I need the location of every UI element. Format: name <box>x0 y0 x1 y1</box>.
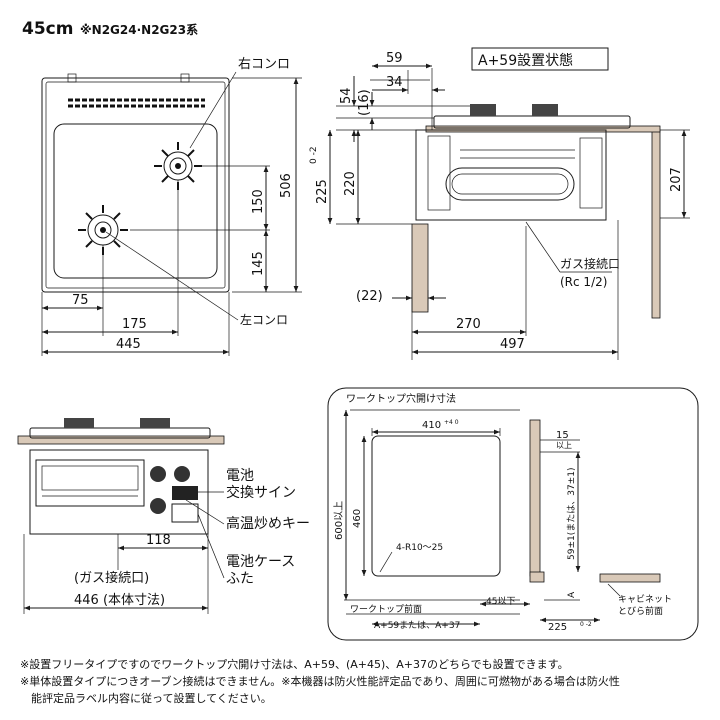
dim-150: 150 <box>251 189 266 214</box>
front-countertop <box>17 435 225 445</box>
front-burner-icon <box>64 418 170 428</box>
cutout-dim-59-37: 59±1(または、37±1) <box>566 468 577 560</box>
top-body-outline <box>41 77 230 293</box>
hinge-right <box>180 73 190 83</box>
cutout-dim-15: 15 <box>556 430 569 441</box>
high-temp-label: 高温炒めキー <box>226 515 310 532</box>
battery-case-line1: 電池ケース <box>226 554 295 570</box>
battery-change-line2: 交換サイン <box>226 484 296 501</box>
cutout-panel-border <box>327 387 699 641</box>
note-line-3: 能評定品ラベル内容に従って設置してください。 <box>20 692 272 705</box>
cutout-panel: ワークトップ穴開け寸法 410 +4 0 600以上 460 4-R10〜25 … <box>327 387 699 641</box>
note-line-1: ※設置フリータイプですのでワークトップ穴開け寸法は、A+59、(A+45)、A+… <box>20 658 569 671</box>
cutout-counter <box>529 571 545 583</box>
side-dim-22: (22) <box>356 289 383 304</box>
side-dim-270: 270 <box>456 317 481 332</box>
cutout-title: ワークトップ穴開け寸法 <box>346 392 456 405</box>
control-knobs <box>150 466 190 514</box>
note-line-2: ※単体設置タイプにつきオーブン接続はできません。※本機器は防火性能評定品であり、… <box>20 675 620 688</box>
side-dim-34: 34 <box>386 75 403 90</box>
dim-506: 506 <box>279 173 294 198</box>
hinge-left <box>67 73 77 83</box>
front-view: 電池 交換サイン 高温炒めキー 電池ケース ふた 118 (ガス接続口) 446… <box>17 418 310 614</box>
a59-title-box <box>471 47 609 71</box>
cabinet-door <box>599 573 661 583</box>
countertop <box>425 125 661 133</box>
front-dim-118: 118 <box>146 533 171 548</box>
cabinet-label-line2: とびら前面 <box>618 605 663 617</box>
worktop-front-label: ワークトップ前面 <box>350 603 422 615</box>
cutout-dim-460: 460 <box>352 509 363 528</box>
dim-175: 175 <box>122 317 147 332</box>
side-dim-497: 497 <box>500 337 525 352</box>
worktop-rear <box>651 129 661 319</box>
a59-title: A+59設置状態 <box>478 53 573 69</box>
cutout-dim-410-tol: +4 0 <box>444 419 459 426</box>
cutout-dim-410: 410 <box>422 420 441 431</box>
glass-top-plate <box>53 123 218 279</box>
left-burner-label: 左コンロ <box>240 312 288 327</box>
cutout-dim-45: 45以下 <box>486 597 515 607</box>
side-dim-207: 207 <box>669 167 684 192</box>
side-body <box>415 129 607 221</box>
side-gas-rc-label: (Rc 1/2) <box>560 275 607 289</box>
side-dim-59: 59 <box>386 51 403 66</box>
front-gas-port-label: (ガス接続口) <box>74 570 149 586</box>
top-frame-inner <box>45 81 226 289</box>
cutout-dim-15-note: 以上 <box>556 441 572 450</box>
grill-door <box>35 459 145 507</box>
side-gas-port-label: ガス接続口 <box>560 256 620 271</box>
side-dim-54: 54 <box>339 87 354 104</box>
front-top-plate <box>29 427 211 439</box>
side-internal-parts <box>427 135 603 211</box>
cutout-dim-600: 600以上 <box>333 501 345 540</box>
battery-case-lid <box>171 503 199 523</box>
cabinet-label-line1: キャビネット <box>618 594 672 605</box>
side-view: A+59設置状態 59 34 <box>309 47 690 360</box>
model-label: ※N2G24·N2G23系 <box>80 22 198 37</box>
dim-145: 145 <box>251 251 266 276</box>
side-grill-pan <box>445 167 575 201</box>
dim-75: 75 <box>72 293 89 308</box>
a-options-label: A+59または、A+37 <box>374 620 460 631</box>
cutout-radius: 4-R10〜25 <box>396 543 443 553</box>
side-dim-225-tol: 0 -2 <box>309 146 319 164</box>
front-dim-446: 446 (本体寸法) <box>74 593 165 608</box>
cutout-dim-225-tol: 0 -2 <box>580 621 592 628</box>
right-burner-label: 右コンロ <box>238 57 290 72</box>
size-title: 45cm <box>22 19 73 39</box>
side-dim-16: (16) <box>357 89 372 116</box>
worktop-front <box>411 223 429 313</box>
top-view: 右コンロ 左コンロ 506 150 145 75 175 445 <box>41 57 302 356</box>
side-dim-225: 225 <box>315 179 330 204</box>
cutout-a-label: A <box>567 591 577 598</box>
cutout-wall <box>529 419 541 577</box>
battery-sign-indicator <box>172 486 198 500</box>
exhaust-vent <box>68 98 205 108</box>
battery-change-line1: 電池 <box>226 468 254 484</box>
cutout-hole <box>371 435 501 577</box>
cutout-dim-225: 225 <box>548 622 567 633</box>
battery-case-line2: ふた <box>226 571 254 587</box>
notes: ※設置フリータイプですのでワークトップ穴開け寸法は、A+59、(A+45)、A+… <box>20 656 710 707</box>
dim-445: 445 <box>116 337 141 352</box>
side-dim-220: 220 <box>343 171 358 196</box>
side-burner-icon <box>470 104 558 116</box>
